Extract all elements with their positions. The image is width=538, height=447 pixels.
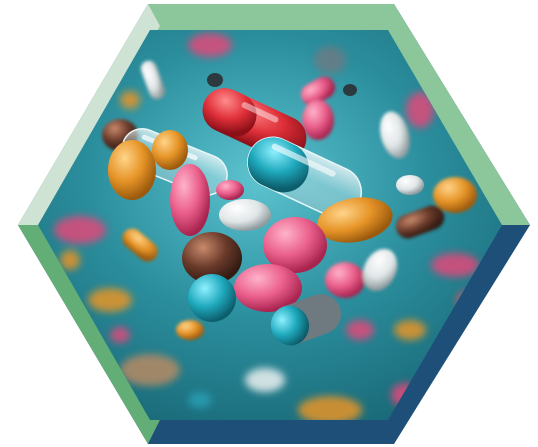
foreground-pills (108, 73, 424, 346)
